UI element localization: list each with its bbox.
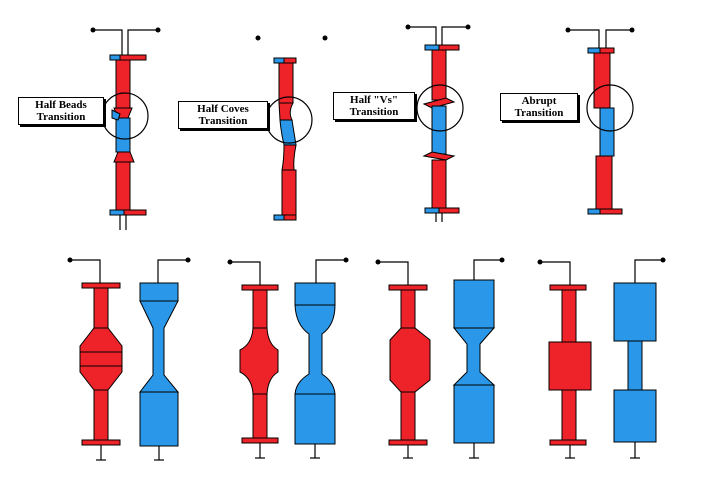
abrupt-spindle [565, 27, 635, 215]
red-cove-spindle [227, 259, 279, 459]
label-line-2: Transition [198, 115, 248, 127]
label-line-1: Abrupt [521, 95, 557, 107]
beads-pair [67, 257, 191, 461]
coves-pair [227, 257, 349, 459]
half-vs-spindle [405, 24, 471, 222]
label-line-1: Half Coves [197, 103, 249, 115]
red-abrupt-spindle [537, 259, 592, 459]
red-bead-spindle [67, 257, 123, 461]
abrupt-pair [537, 257, 666, 459]
detail-circle [416, 84, 464, 132]
label-line-1: Half "Vs" [350, 94, 398, 106]
label-line-2: Transition [514, 107, 564, 119]
blue-abrupt-spindle [613, 257, 666, 459]
label-abrupt: Abrupt Transition [500, 93, 578, 121]
hanger-wire [405, 24, 471, 45]
label-half-coves: Half Coves Transition [178, 101, 268, 129]
blue-bead-spindle [138, 257, 191, 461]
label-half-beads: Half Beads Transition [18, 97, 104, 125]
half-beads-spindle [90, 27, 161, 230]
label-half-vs: Half "Vs" Transition [333, 92, 415, 120]
blue-v-spindle [452, 257, 505, 459]
label-line-2: Transition [349, 106, 399, 118]
label-line-1: Half Beads [35, 99, 87, 111]
blue-cove-spindle [294, 257, 349, 459]
half-coves-spindle [255, 35, 328, 221]
detail-circle [586, 84, 634, 132]
red-v-spindle [375, 259, 431, 459]
label-line-2: Transition [36, 111, 86, 123]
hanger-wire [565, 27, 635, 48]
vs-pair [375, 257, 505, 459]
hanger-wire [90, 27, 161, 55]
